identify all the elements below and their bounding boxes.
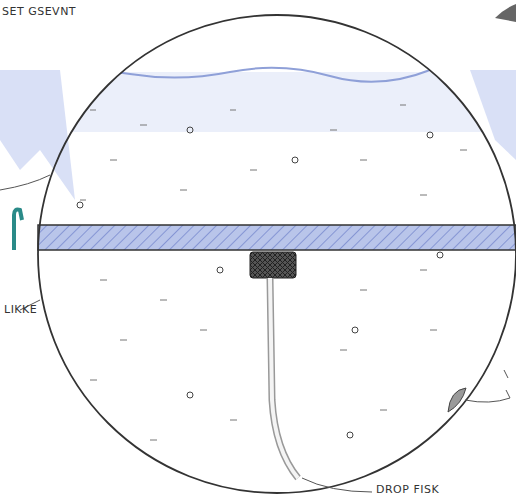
handwritten-label: DROP FISK xyxy=(376,484,439,496)
water-wash xyxy=(470,70,516,160)
water-wash xyxy=(0,70,75,200)
hook-icon xyxy=(14,210,22,250)
partial-icon xyxy=(495,4,516,22)
weight xyxy=(250,252,296,278)
lure-icon xyxy=(448,388,466,412)
detail-circle xyxy=(38,15,516,493)
ice-layer xyxy=(38,225,516,250)
handwritten-label: SET GSEVNT xyxy=(2,6,76,18)
cut-annotation xyxy=(504,370,510,398)
handwritten-label: LIKKE xyxy=(4,304,37,316)
